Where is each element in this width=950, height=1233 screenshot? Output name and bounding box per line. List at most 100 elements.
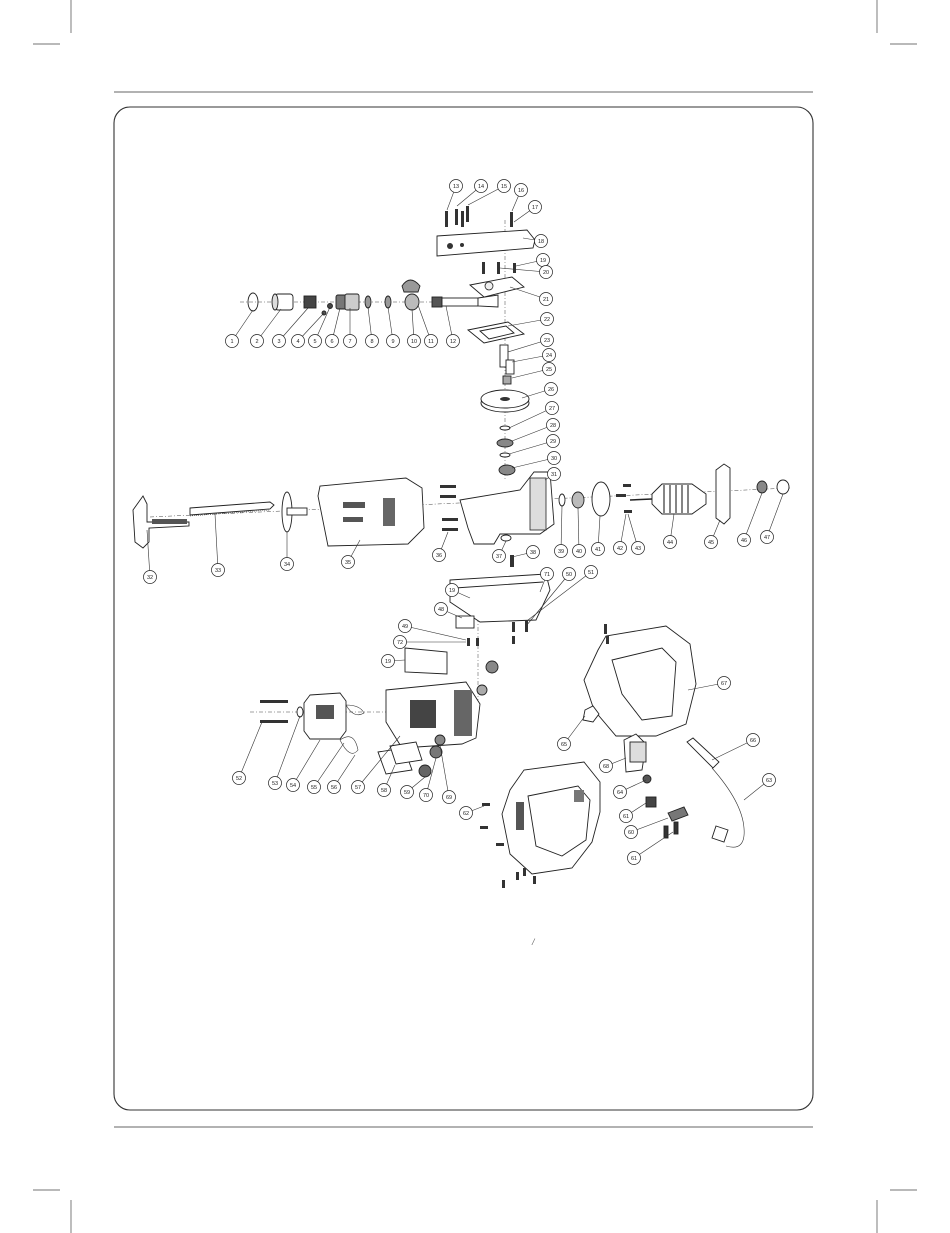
part-number: 47	[764, 535, 770, 541]
part-callout-36: 36	[433, 549, 446, 562]
part-callout-56: 56	[328, 781, 341, 794]
part-callout-63: 63	[763, 774, 776, 787]
part-callout-15: 15	[498, 180, 511, 193]
main-drive-row	[133, 464, 789, 548]
part-callout-28: 28	[547, 419, 560, 432]
part-number: 31	[551, 472, 557, 478]
part-callout-48: 48	[435, 603, 448, 616]
part-callout-69: 69	[443, 791, 456, 804]
part-number: 44	[667, 540, 673, 546]
part-number: 6	[330, 339, 333, 345]
part-number: 35	[345, 560, 351, 566]
part-callout-55: 55	[308, 781, 321, 794]
leader-line	[275, 716, 300, 783]
part-number: 14	[478, 184, 484, 190]
part-callout-7: 7	[344, 335, 357, 348]
part-number: 62	[463, 811, 469, 817]
part-number: 15	[501, 184, 507, 190]
part-callout-32: 32	[144, 571, 157, 584]
plunger-assembly	[248, 280, 498, 315]
part-callout-61: 61	[620, 810, 633, 823]
part-callout-45: 45	[705, 536, 718, 549]
part-callout-13: 13	[450, 180, 463, 193]
part-number: 5	[313, 339, 316, 345]
part-callout-72: 72	[394, 636, 407, 649]
part-number: 25	[546, 367, 552, 373]
part-number: 36	[436, 553, 442, 559]
handle-assembly	[480, 624, 744, 888]
part-number: 19	[449, 588, 455, 594]
part-number: 41	[595, 547, 601, 553]
part-number: 33	[215, 568, 221, 574]
part-number: 49	[402, 624, 408, 630]
part-number: 72	[397, 640, 403, 646]
part-number: 61	[631, 856, 637, 862]
part-callout-4: 4	[292, 335, 305, 348]
part-callout-37: 37	[493, 550, 506, 563]
part-number: 19	[540, 258, 546, 264]
part-number: 54	[290, 783, 296, 789]
part-callout-11: 11	[425, 335, 438, 348]
part-callout-19: 19	[382, 655, 395, 668]
part-callout-47: 47	[761, 531, 774, 544]
part-number: 3	[277, 339, 280, 345]
part-callout-68: 68	[600, 760, 613, 773]
part-callout-46: 46	[738, 534, 751, 547]
part-number: 7	[348, 339, 351, 345]
part-number: 59	[404, 790, 410, 796]
part-callout-30: 30	[548, 452, 561, 465]
part-number: 50	[566, 572, 572, 578]
part-number: 51	[588, 570, 594, 576]
part-number: 16	[518, 188, 524, 194]
part-number: 69	[446, 795, 452, 801]
part-callout-1: 1	[226, 335, 239, 348]
part-callout-19: 19	[446, 584, 459, 597]
part-callout-64: 64	[614, 786, 627, 799]
part-number: 68	[603, 764, 609, 770]
part-callout-12: 12	[447, 335, 460, 348]
part-number: 40	[576, 549, 582, 555]
part-callout-39: 39	[555, 545, 568, 558]
part-number: 17	[532, 205, 538, 211]
part-number: 21	[543, 297, 549, 303]
part-number: 53	[272, 781, 278, 787]
part-callout-34: 34	[281, 558, 294, 571]
part-callout-42: 42	[614, 542, 627, 555]
leader-line	[634, 832, 673, 858]
part-number: 61	[623, 814, 629, 820]
part-number: 29	[550, 439, 556, 445]
part-number: 20	[543, 270, 549, 276]
part-callout-9: 9	[387, 335, 400, 348]
part-callout-67: 67	[718, 677, 731, 690]
part-number: 26	[548, 387, 554, 393]
part-number: 55	[311, 785, 317, 791]
part-number: 39	[558, 549, 564, 555]
part-number: 13	[453, 184, 459, 190]
part-number: 1	[230, 339, 233, 345]
part-number: 57	[355, 785, 361, 791]
part-callout-25: 25	[543, 363, 556, 376]
part-number: 32	[147, 575, 153, 581]
leader-line	[293, 740, 320, 785]
part-callout-41: 41	[592, 543, 605, 556]
part-callout-38: 38	[527, 546, 540, 559]
part-callout-2: 2	[251, 335, 264, 348]
part-callout-35: 35	[342, 556, 355, 569]
part-callout-22: 22	[541, 313, 554, 326]
part-callout-21: 21	[540, 293, 553, 306]
leader-line	[215, 514, 218, 570]
part-number: 11	[428, 339, 434, 345]
part-callout-51: 51	[585, 566, 598, 579]
part-callout-26: 26	[545, 383, 558, 396]
part-callout-20: 20	[540, 266, 553, 279]
leader-line	[314, 743, 344, 787]
part-callout-16: 16	[515, 184, 528, 197]
part-callout-29: 29	[547, 435, 560, 448]
part-number: 19	[385, 659, 391, 665]
part-callout-18: 18	[535, 235, 548, 248]
part-callout-14: 14	[475, 180, 488, 193]
part-callout-53: 53	[269, 777, 282, 790]
part-callout-19: 19	[537, 254, 550, 267]
part-callout-52: 52	[233, 772, 246, 785]
